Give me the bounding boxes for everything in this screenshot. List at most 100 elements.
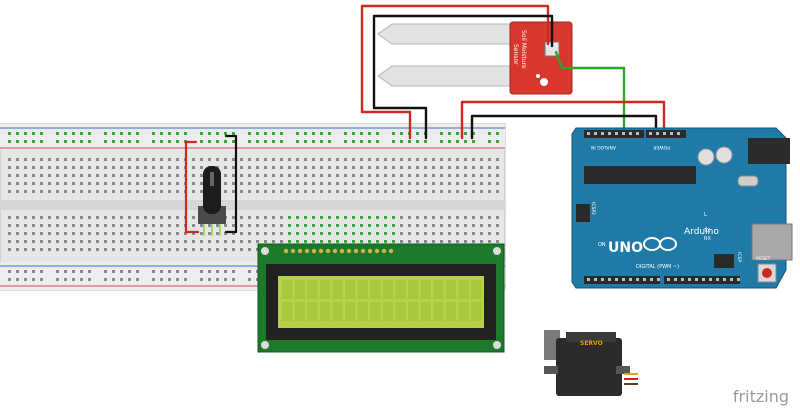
breadboard-hole [144,158,147,161]
breadboard-hole [72,278,75,281]
breadboard-hole [344,232,347,235]
breadboard-hole [248,140,251,143]
breadboard-hole [32,190,35,193]
breadboard-hole [144,174,147,177]
breadboard-hole [288,240,291,243]
breadboard-hole [400,232,403,235]
breadboard-hole [360,182,363,185]
breadboard-hole [16,270,19,273]
breadboard-hole [224,190,227,193]
arduino-l-label: L [704,212,707,218]
breadboard-hole [392,174,395,177]
sensor-drop-icon [540,78,548,86]
breadboard-hole [400,140,403,143]
breadboard-hole [24,140,27,143]
arduino-pin [587,132,590,135]
breadboard-hole [400,190,403,193]
breadboard-hole [344,140,347,143]
lcd-character-cell [471,280,482,299]
breadboard-hole [280,232,283,235]
breadboard-hole [480,240,483,243]
breadboard-hole [56,174,59,177]
breadboard-hole [8,216,11,219]
arduino-pin [667,278,670,281]
breadboard-hole [480,158,483,161]
breadboard-hole [280,190,283,193]
breadboard-hole [80,158,83,161]
breadboard-hole [416,240,419,243]
breadboard-hole [224,174,227,177]
breadboard-hole [360,224,363,227]
breadboard-hole [160,216,163,219]
breadboard-hole [416,132,419,135]
breadboard-hole [64,140,67,143]
breadboard-hole [176,232,179,235]
breadboard-hole [328,174,331,177]
breadboard-hole [200,278,203,281]
breadboard-hole [40,232,43,235]
breadboard-hole [152,240,155,243]
breadboard-hole [280,140,283,143]
breadboard-hole [456,190,459,193]
breadboard-hole [296,216,299,219]
breadboard-hole [272,140,275,143]
breadboard-hole [120,132,123,135]
potentiometer [198,166,226,236]
arduino-reset-button-cap[interactable] [762,268,772,278]
breadboard-hole [216,270,219,273]
breadboard-hole [40,240,43,243]
breadboard-hole [200,158,203,161]
breadboard-hole [128,278,131,281]
breadboard-hole [264,224,267,227]
breadboard-hole [32,166,35,169]
breadboard-hole [192,224,195,227]
breadboard-hole [480,232,483,235]
breadboard-hole [88,240,91,243]
breadboard-hole [32,224,35,227]
breadboard-hole [112,174,115,177]
arduino-power-label: POWER [653,144,670,150]
breadboard-hole [144,240,147,243]
lcd-pin [353,248,359,254]
breadboard-hole [488,132,491,135]
breadboard-hole [448,174,451,177]
breadboard-hole [56,240,59,243]
breadboard-hole [168,232,171,235]
breadboard-hole [112,158,115,161]
breadboard-hole [232,190,235,193]
breadboard-hole [488,140,491,143]
servo-mount-tab-right [616,366,630,374]
arduino-pin [657,278,660,281]
breadboard-hole [200,232,203,235]
breadboard-hole [352,158,355,161]
breadboard-hole [288,158,291,161]
breadboard-hole [192,216,195,219]
breadboard-hole [72,240,75,243]
breadboard-hole [432,232,435,235]
arduino-pin [695,278,698,281]
breadboard-hole [248,174,251,177]
arduino-icsp2-header [576,204,590,222]
breadboard-hole [208,240,211,243]
breadboard-hole [264,174,267,177]
breadboard-hole [416,190,419,193]
breadboard-hole [336,174,339,177]
breadboard-hole [248,190,251,193]
breadboard-hole [184,240,187,243]
breadboard-hole [384,182,387,185]
breadboard-hole [176,174,179,177]
breadboard-hole [80,182,83,185]
breadboard-hole [88,182,91,185]
arduino-analog-label: ANALOG IN [591,144,616,150]
breadboard-hole [176,278,179,281]
breadboard-hole [272,232,275,235]
breadboard-hole [400,132,403,135]
breadboard-hole [40,224,43,227]
lcd-pin [360,248,366,254]
breadboard-hole [408,158,411,161]
arduino-pin [702,278,705,281]
breadboard-hole [344,216,347,219]
breadboard-hole [144,232,147,235]
breadboard-hole [392,232,395,235]
breadboard-hole [312,190,315,193]
